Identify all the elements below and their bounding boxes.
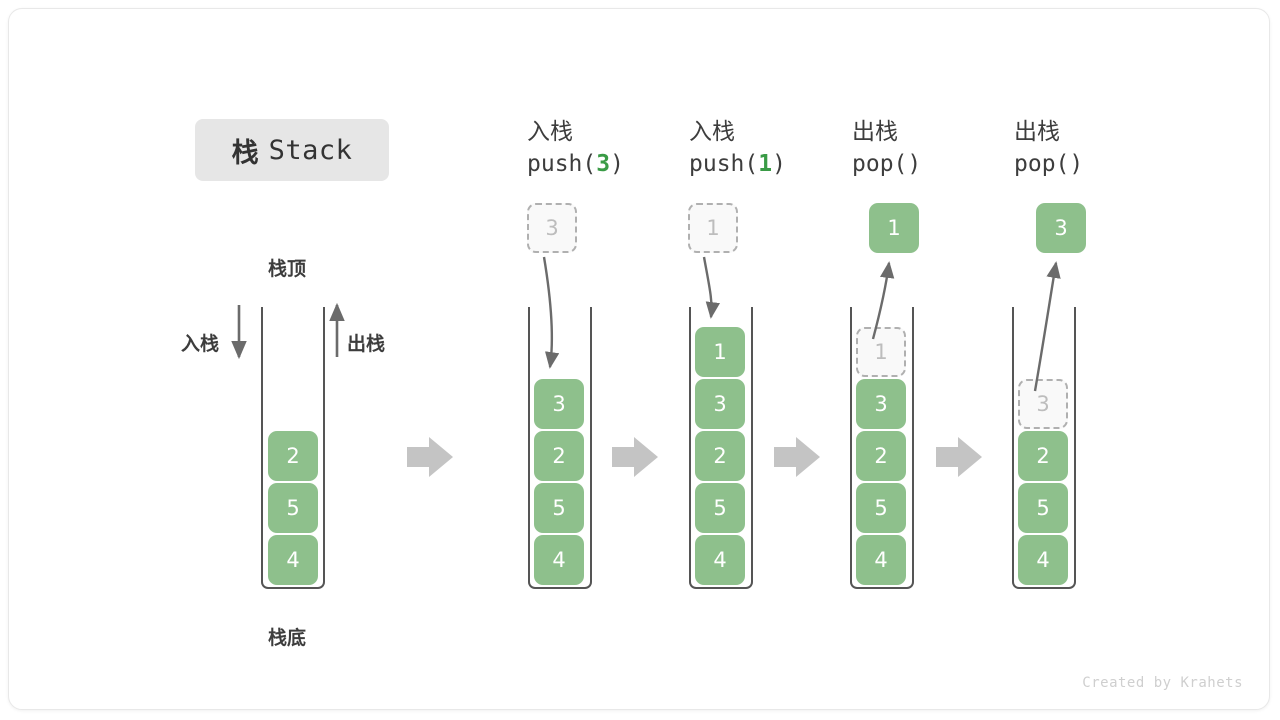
code-arg: 1: [758, 151, 773, 177]
removed-value-box: 1: [856, 327, 906, 377]
code-prefix: push(: [527, 151, 597, 177]
stack-container-pop-1: [850, 307, 914, 589]
stack-container-push-3: [528, 307, 592, 589]
incoming-value-box: 1: [688, 203, 738, 253]
footer-credit: Created by Krahets: [1082, 675, 1243, 691]
stack-cell: 2: [695, 431, 745, 481]
stack-cell: 2: [1018, 431, 1068, 481]
flow-arrow-2: [612, 437, 658, 477]
operation-name-cn: 出栈: [1014, 119, 1060, 145]
stack-container-initial: [261, 307, 325, 589]
stack-cell: 1: [695, 327, 745, 377]
operation-name-cn: 入栈: [527, 119, 573, 145]
stack-container-pop-3: [1012, 307, 1076, 589]
operation-code: pop(): [1014, 147, 1184, 181]
stack-cell: 5: [268, 483, 318, 533]
flow-arrow-1: [407, 437, 453, 477]
stack-cell: 2: [534, 431, 584, 481]
column-header-push-3: 入栈 push(3): [527, 117, 697, 181]
title-en: Stack: [268, 134, 353, 166]
stack-cell: 5: [856, 483, 906, 533]
operation-code: pop(): [852, 147, 1022, 181]
title-cn: 栈: [231, 137, 259, 169]
stack-bottom-label: 栈底: [268, 627, 307, 649]
column-header-pop-3: 出栈 pop(): [1014, 117, 1184, 181]
stack-cell: 4: [534, 535, 584, 585]
operation-name-cn: 出栈: [852, 119, 898, 145]
code-arg: 3: [596, 151, 611, 177]
stack-cell: 3: [856, 379, 906, 429]
stack-cell: 5: [695, 483, 745, 533]
stack-cell: 2: [856, 431, 906, 481]
stack-cell: 2: [268, 431, 318, 481]
stack-cell: 3: [695, 379, 745, 429]
diagram-card: 栈 Stack 栈顶 栈底 入栈 出栈 入栈 push(3) 入栈 push(1…: [8, 8, 1270, 710]
code-suffix: ): [610, 151, 624, 177]
flow-arrow-4: [936, 437, 982, 477]
stack-cell: 3: [534, 379, 584, 429]
arrows-overlay: [231, 256, 1061, 477]
operation-name-cn: 入栈: [689, 119, 735, 145]
stack-container-push-1: [689, 307, 753, 589]
stack-cell: 5: [1018, 483, 1068, 533]
code-suffix: ): [907, 151, 922, 177]
stack-cell: 4: [268, 535, 318, 585]
code-suffix: ): [772, 151, 786, 177]
code-prefix: pop(: [1014, 151, 1070, 177]
pop-direction-label: 出栈: [347, 333, 386, 355]
code-suffix: ): [1069, 151, 1084, 177]
stack-cell: 4: [1018, 535, 1068, 585]
stack-cell: 4: [695, 535, 745, 585]
column-header-push-1: 入栈 push(1): [689, 117, 859, 181]
incoming-value-box: 3: [527, 203, 577, 253]
flow-arrow-3: [774, 437, 820, 477]
push-direction-label: 入栈: [181, 333, 220, 355]
stack-cell: 4: [856, 535, 906, 585]
removed-value-box: 3: [1018, 379, 1068, 429]
diagram-title-badge: 栈 Stack: [195, 119, 389, 181]
outgoing-value-box: 3: [1036, 203, 1086, 253]
column-header-pop-1: 出栈 pop(): [852, 117, 1022, 181]
operation-code: push(3): [527, 147, 697, 181]
stack-top-label: 栈顶: [268, 258, 307, 280]
code-prefix: push(: [689, 151, 759, 177]
stack-cell: 5: [534, 483, 584, 533]
operation-code: push(1): [689, 147, 859, 181]
code-prefix: pop(: [852, 151, 908, 177]
outgoing-value-box: 1: [869, 203, 919, 253]
